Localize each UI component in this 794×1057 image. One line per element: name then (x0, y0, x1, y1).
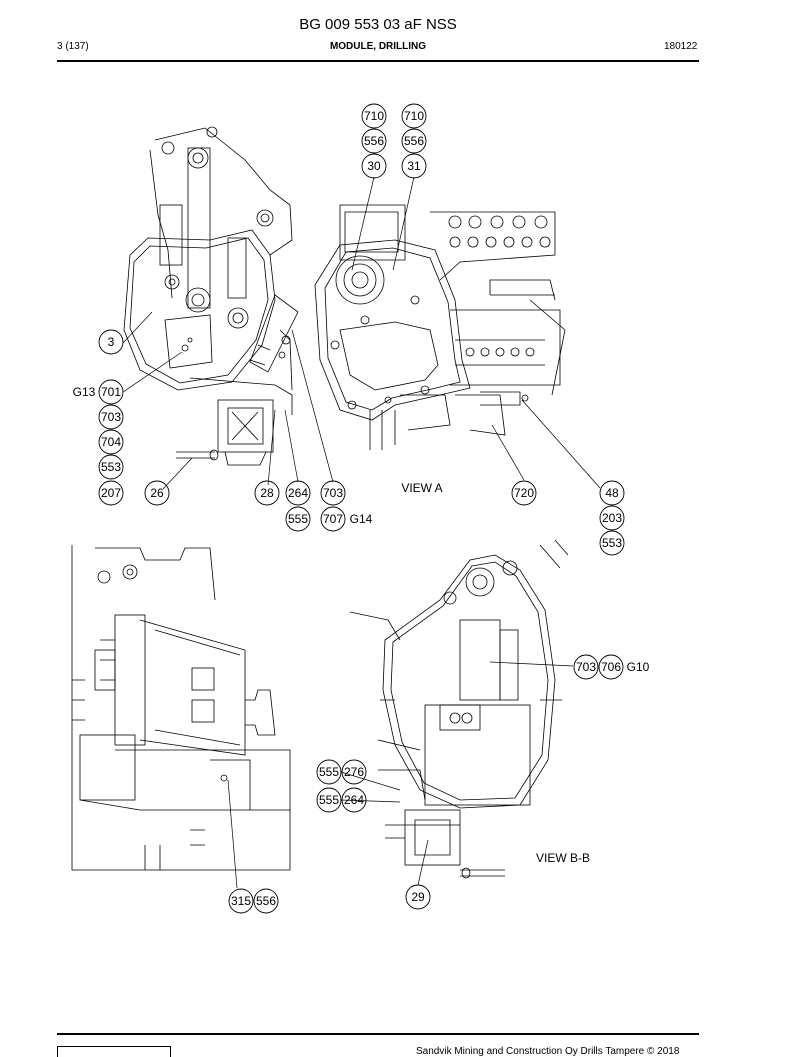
callout-706: 706 (601, 660, 621, 674)
callout-264: 264 (344, 793, 364, 807)
document-date: 180122 (664, 41, 698, 52)
view-bb-assembly (349, 539, 569, 879)
callout-circles (98, 103, 625, 914)
callout-28: 28 (260, 486, 274, 500)
callout-710: 710 (404, 109, 424, 123)
view-a-right-assembly (314, 204, 566, 450)
callout-31: 31 (407, 159, 421, 173)
callout-703: 703 (576, 660, 596, 674)
callout-703: 703 (101, 410, 121, 424)
callout-553: 553 (101, 460, 121, 474)
callout-3: 3 (108, 335, 115, 349)
callout-704: 704 (101, 435, 121, 449)
callout-701: 701 (101, 385, 121, 399)
view-bb-label: VIEW B-B (536, 851, 590, 865)
callout-556: 556 (404, 134, 424, 148)
callout-264: 264 (288, 486, 308, 500)
page-number: 3 (137) (57, 41, 89, 52)
callout-29: 29 (411, 890, 425, 904)
callout-710: 710 (364, 109, 384, 123)
view-a-label: VIEW A (401, 481, 442, 495)
group-g10: G10 (627, 660, 650, 674)
callout-553: 553 (602, 536, 622, 550)
callout-720: 720 (514, 486, 534, 500)
group-g14: G14 (350, 512, 373, 526)
header-rule (57, 60, 699, 62)
company-logo (57, 1046, 171, 1057)
callout-555: 555 (319, 793, 339, 807)
callout-315: 315 (231, 894, 251, 908)
side-view-assembly (71, 545, 291, 871)
callout-276: 276 (344, 765, 364, 779)
section-title: MODULE, DRILLING (329, 41, 427, 52)
footer-rule (57, 1033, 699, 1035)
callout-48: 48 (605, 486, 619, 500)
callout-30: 30 (367, 159, 381, 173)
callout-203: 203 (602, 511, 622, 525)
callout-556: 556 (364, 134, 384, 148)
document-title: BG 009 553 03 aF NSS (299, 16, 457, 33)
view-a-left-assembly (123, 126, 299, 466)
leader-lines (122, 176, 601, 889)
callout-207: 207 (101, 486, 121, 500)
callout-707: 707 (323, 512, 343, 526)
callout-26: 26 (150, 486, 164, 500)
callout-703: 703 (323, 486, 343, 500)
callout-555: 555 (288, 512, 308, 526)
footer-copyright: Sandvik Mining and Construction Oy Drill… (416, 1046, 680, 1057)
group-g13: G13 (73, 385, 96, 399)
callout-556: 556 (256, 894, 276, 908)
callout-555: 555 (319, 765, 339, 779)
callout-labels: 710 710 556 556 30 31 3 G13 701 703 704 … (73, 109, 650, 908)
